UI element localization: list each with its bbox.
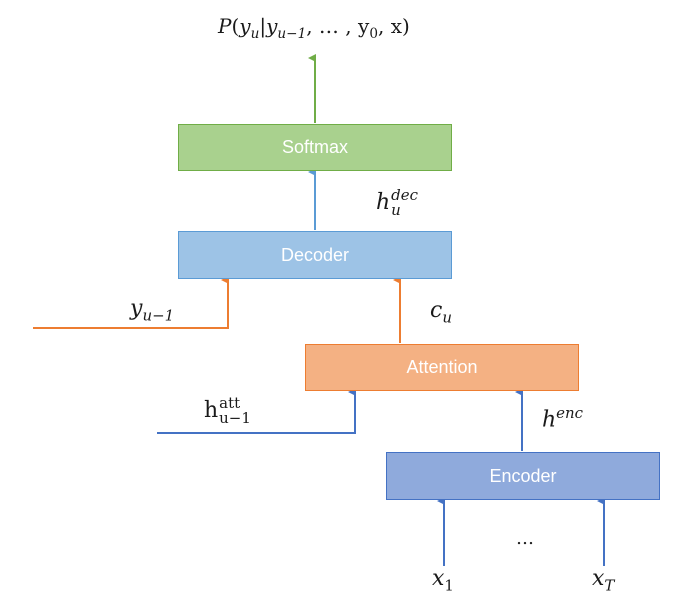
ellipsis-label: … — [516, 528, 534, 549]
xT-label: xT — [592, 566, 615, 595]
c-u-label: cu — [430, 298, 452, 327]
output-probability-label: P(yu|yu−1, … , y0, x) — [218, 14, 410, 42]
attention-box: Attention — [305, 344, 579, 391]
encoder-box: Encoder — [386, 452, 660, 500]
softmax-box: Softmax — [178, 124, 452, 171]
decoder-label: Decoder — [280, 244, 350, 265]
softmax-label: Softmax — [281, 137, 349, 157]
encoder-label: Encoder — [489, 465, 557, 486]
h-enc-label: henc — [542, 404, 584, 433]
arrow-hatt-attention — [157, 388, 356, 434]
x1-label: x1 — [432, 566, 454, 595]
attention-label: Attention — [406, 357, 478, 377]
decoder-box: Decoder — [178, 231, 452, 279]
y-prev-label: yu−1 — [130, 296, 175, 325]
arrow-yprev-decoder — [33, 276, 229, 329]
